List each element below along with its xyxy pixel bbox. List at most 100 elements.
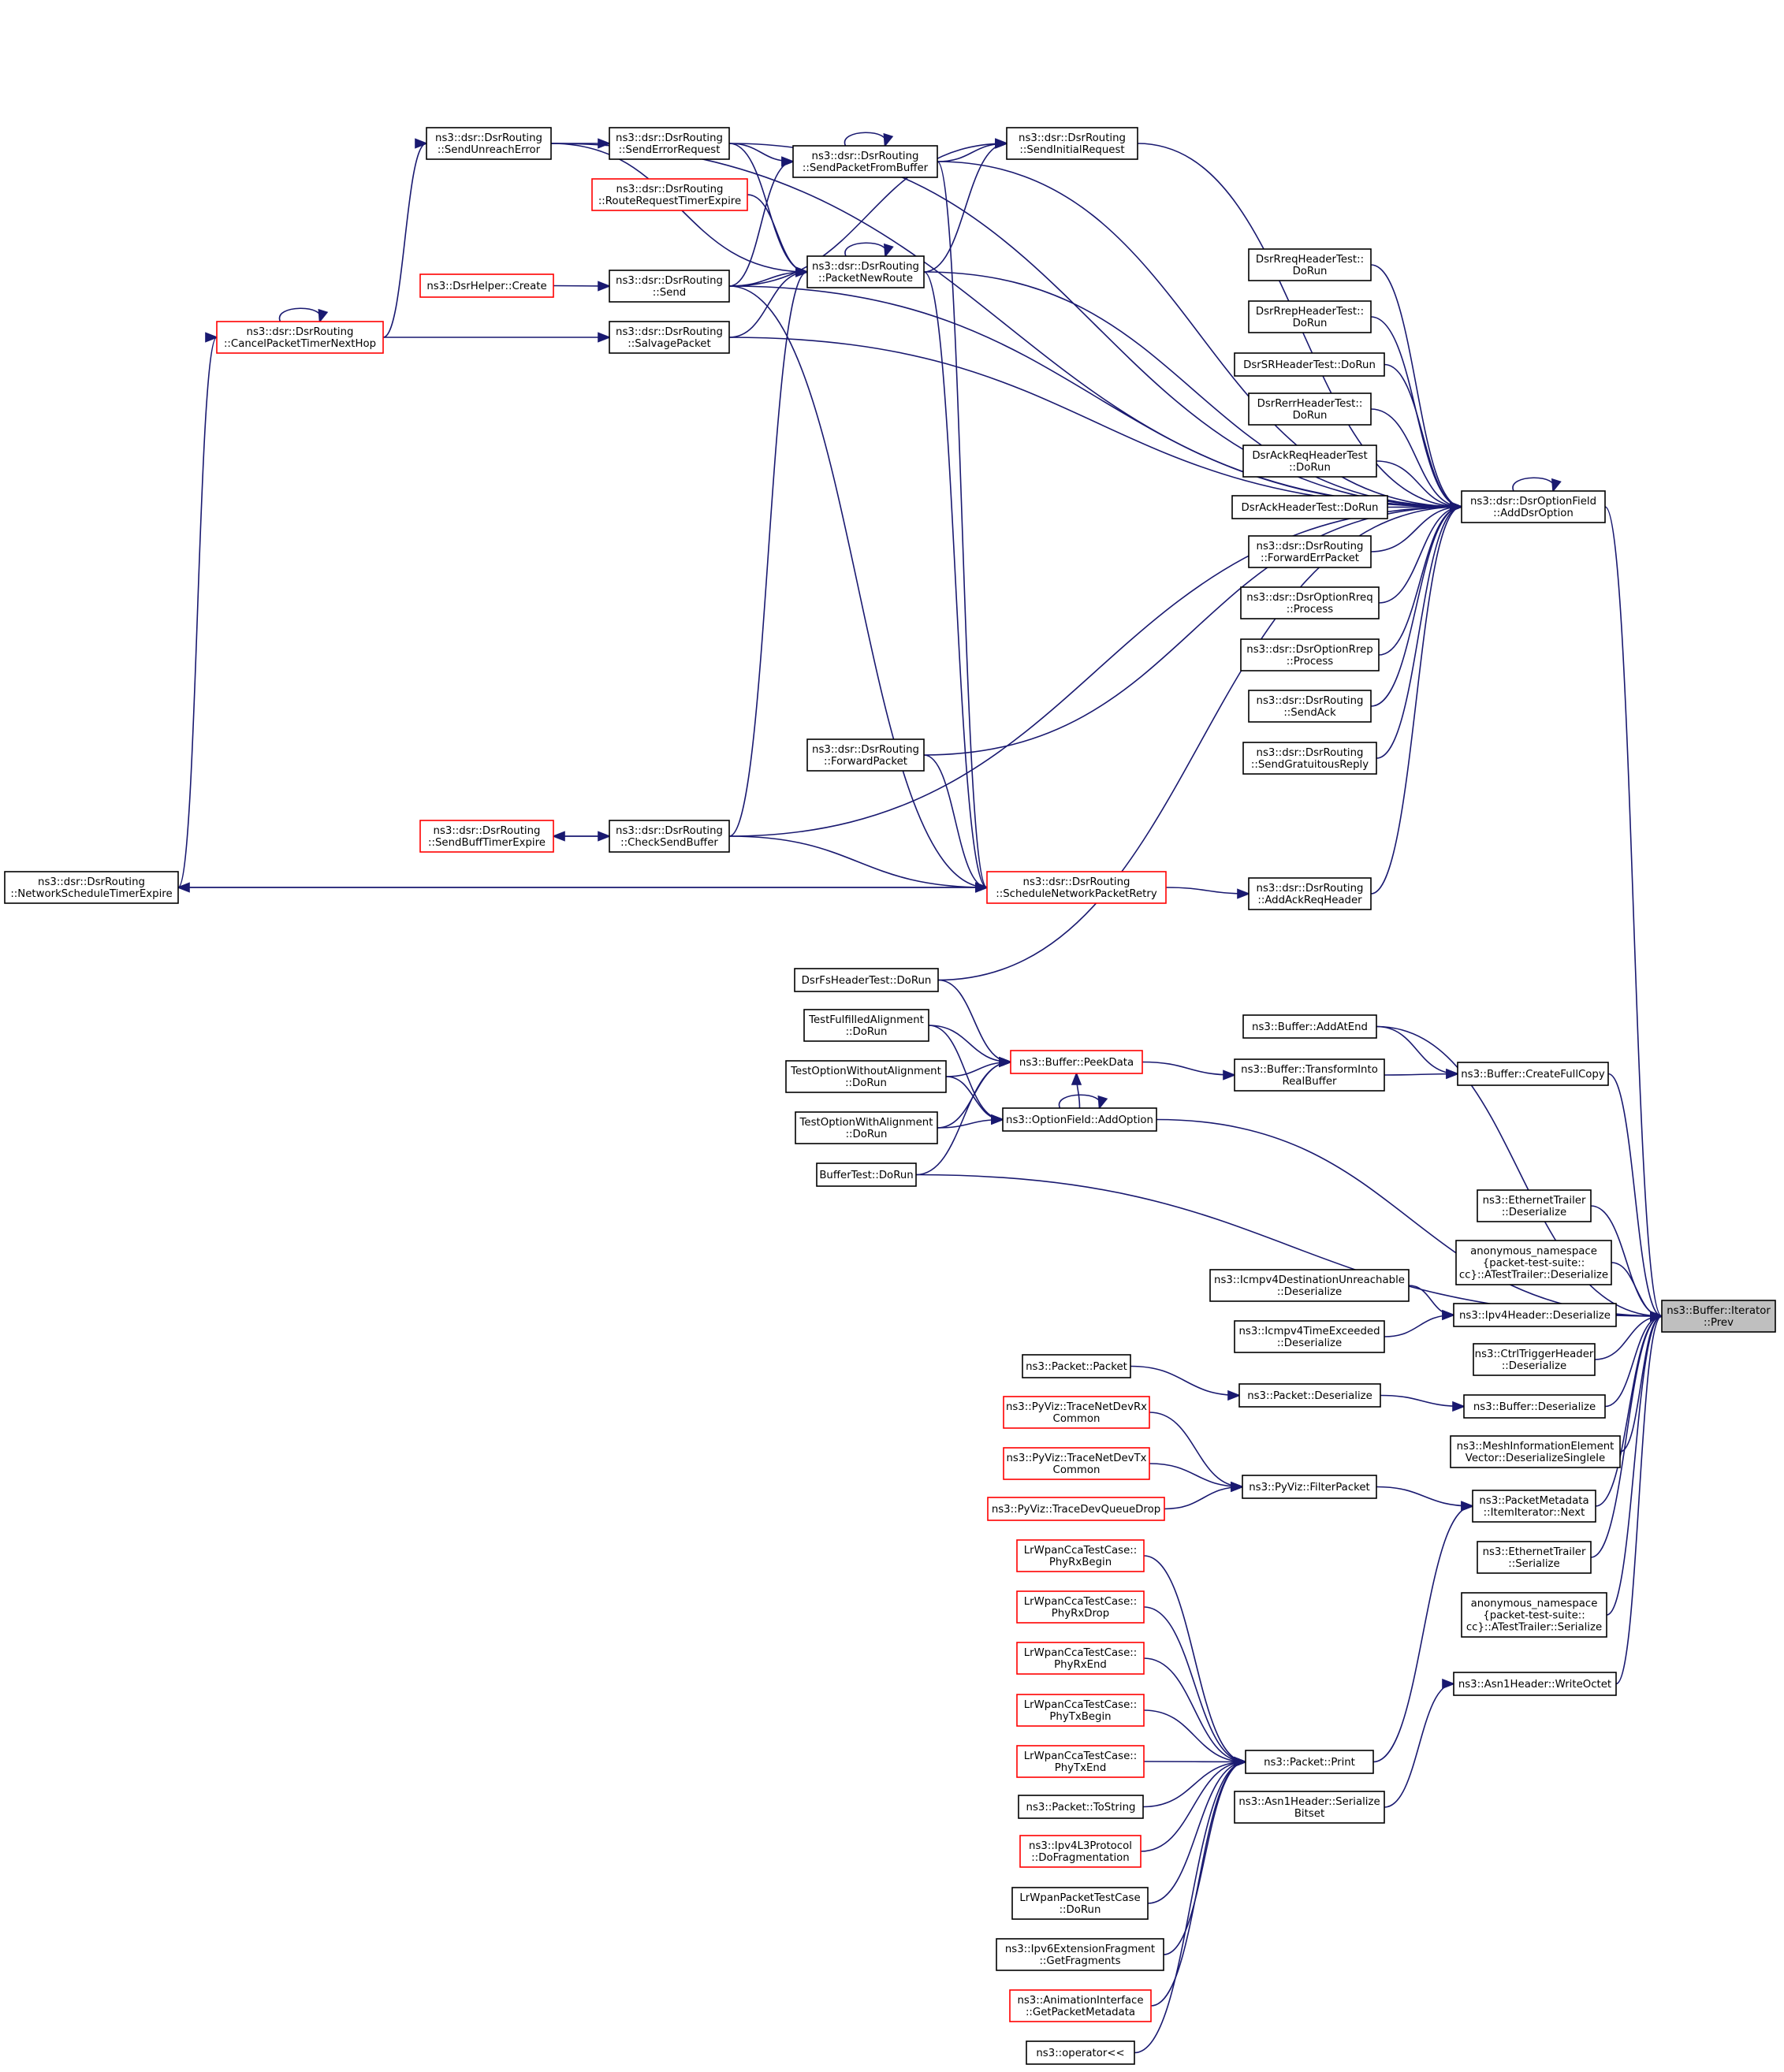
node-ethTrailerSer[interactable]: ns3::EthernetTrailer::Serialize: [1477, 1541, 1592, 1574]
node-bufferTest[interactable]: BufferTest::DoRun: [816, 1162, 917, 1187]
edge-line: [923, 754, 988, 888]
node-checkSendBuffer[interactable]: ns3::dsr::DsrRouting::CheckSendBuffer: [609, 820, 730, 853]
node-ctrlTriggerDeser[interactable]: ns3::CtrlTriggerHeader::Deserialize: [1473, 1343, 1596, 1376]
node-label-line: ::Prev: [1704, 1317, 1734, 1329]
node-itemIterNext[interactable]: ns3::PacketMetadata::ItemIterator::Next: [1472, 1490, 1596, 1523]
edge-arrowhead: [781, 156, 795, 167]
edge-getFragments-to-packetPrint: [1163, 1756, 1248, 1955]
node-ackReqTest[interactable]: DsrAckReqHeaderTest::DoRun: [1242, 445, 1377, 478]
node-getPacketMetadata[interactable]: ns3::AnimationInterface::GetPacketMetada…: [1009, 1989, 1152, 2022]
node-phyRxEnd[interactable]: LrWpanCcaTestCase::PhyRxEnd: [1016, 1642, 1145, 1675]
node-ipv4HeaderDeser[interactable]: ns3::Ipv4Header::Deserialize: [1453, 1303, 1617, 1327]
node-rerrTest[interactable]: DsrRerrHeaderTest::DoRun: [1248, 392, 1372, 426]
node-networkScheduleTimerExpire[interactable]: ns3::dsr::DsrRouting::NetworkScheduleTim…: [4, 871, 179, 904]
node-testWithout[interactable]: TestOptionWithoutAlignment::DoRun: [785, 1060, 947, 1093]
node-meshInfo[interactable]: ns3::MeshInformationElementVector::Deser…: [1450, 1435, 1621, 1468]
node-addDsrOption[interactable]: ns3::dsr::DsrOptionField::AddDsrOption: [1461, 490, 1606, 523]
edge-packetPrint-to-itemIterNext: [1372, 1501, 1475, 1763]
node-bufferDeser[interactable]: ns3::Buffer::Deserialize: [1463, 1394, 1606, 1419]
node-label-line: DsrRrepHeaderTest::: [1256, 306, 1364, 318]
node-salvagePacket[interactable]: ns3::dsr::DsrRouting::SalvagePacket: [609, 321, 730, 354]
node-aTestTrailerDeser[interactable]: anonymous_namespace{packet-test-suite::c…: [1455, 1240, 1612, 1285]
node-box: [1234, 1058, 1385, 1092]
node-box: [1238, 1383, 1381, 1408]
node-lrWpanPacketTest[interactable]: LrWpanPacketTestCase::DoRun: [1011, 1887, 1149, 1920]
node-box: [1453, 1672, 1617, 1696]
node-box: [1240, 586, 1380, 619]
node-packetDeser[interactable]: ns3::Packet::Deserialize: [1238, 1383, 1381, 1408]
edge-arrowhead: [598, 831, 612, 842]
node-rreqTest[interactable]: DsrRreqHeaderTest::DoRun: [1248, 248, 1372, 281]
nodes-layer: ns3::Buffer::Iterator::Prevns3::dsr::Dsr…: [4, 127, 1776, 2065]
node-routeRequestTimerExpire[interactable]: ns3::dsr::DsrRouting::RouteRequestTimerE…: [591, 178, 748, 211]
node-label-line: ns3::Packet::ToString: [1026, 1802, 1136, 1813]
node-label-line: ::SendUnreachError: [438, 144, 541, 156]
edge-line: [1384, 363, 1462, 508]
node-sendPacketFromBuffer[interactable]: ns3::dsr::DsrRouting::SendPacketFromBuff…: [792, 145, 938, 178]
node-phyTxEnd[interactable]: LrWpanCcaTestCase::PhyTxEnd: [1016, 1745, 1145, 1778]
node-box: [1242, 742, 1377, 775]
edge-line: [923, 506, 1462, 756]
node-dsrHelperCreate[interactable]: ns3::DsrHelper::Create: [419, 273, 554, 298]
node-rrepTest[interactable]: DsrRrepHeaderTest::DoRun: [1248, 300, 1372, 333]
node-icmpTimeExceeded[interactable]: ns3::Icmpv4TimeExceeded::Deserialize: [1234, 1320, 1385, 1353]
node-testWith[interactable]: TestOptionWithAlignment::DoRun: [795, 1111, 938, 1144]
node-doFragmentation[interactable]: ns3::Ipv4L3Protocol::DoFragmentation: [1019, 1835, 1142, 1868]
node-sendBuffTimerExpire[interactable]: ns3::dsr::DsrRouting::SendBuffTimerExpir…: [419, 820, 554, 853]
node-sendInitialRequest[interactable]: ns3::dsr::DsrRouting::SendInitialRequest: [1006, 127, 1138, 160]
node-testFulfilled[interactable]: TestFulfilledAlignment::DoRun: [803, 1009, 929, 1042]
node-filterPacket[interactable]: ns3::PyViz::FilterPacket: [1242, 1475, 1377, 1499]
node-forwardErrPacket[interactable]: ns3::dsr::DsrRouting::ForwardErrPacket: [1248, 535, 1372, 568]
node-label-line: ns3::dsr::DsrRouting: [1257, 541, 1364, 552]
node-aTestTrailerSer[interactable]: anonymous_namespace{packet-test-suite::c…: [1461, 1592, 1607, 1638]
node-packetNewRoute[interactable]: ns3::dsr::DsrRouting::PacketNewRoute: [806, 255, 925, 288]
node-peekData[interactable]: ns3::Buffer::PeekData: [1010, 1050, 1143, 1074]
node-send[interactable]: ns3::dsr::DsrRouting::Send: [609, 270, 730, 303]
node-box: [1002, 1107, 1157, 1132]
node-sendUnreachError[interactable]: ns3::dsr::DsrRouting::SendUnreachError: [426, 127, 552, 160]
node-traceQueueDrop[interactable]: ns3::PyViz::TraceDevQueueDrop: [987, 1497, 1165, 1521]
node-cancelPacketTimerNextHop[interactable]: ns3::dsr::DsrRouting::CancelPacketTimerN…: [216, 321, 384, 354]
node-phyRxBegin[interactable]: LrWpanCcaTestCase::PhyRxBegin: [1016, 1539, 1145, 1572]
node-phyTxBegin[interactable]: LrWpanCcaTestCase::PhyTxBegin: [1016, 1694, 1145, 1727]
node-label-line: ::SendErrorRequest: [619, 144, 721, 156]
edge-line: [728, 143, 1007, 287]
node-addAtEnd[interactable]: ns3::Buffer::AddAtEnd: [1242, 1014, 1377, 1039]
node-createFullCopy[interactable]: ns3::Buffer::CreateFullCopy: [1457, 1062, 1609, 1086]
node-packetPrint[interactable]: ns3::Packet::Print: [1245, 1750, 1374, 1774]
node-label-line: ns3::Packet::Print: [1264, 1757, 1355, 1769]
edge-addOption-to-peekData: [1071, 1071, 1082, 1109]
node-optRreqProcess[interactable]: ns3::dsr::DsrOptionRreq::Process: [1240, 586, 1380, 619]
node-label-line: DsrRreqHeaderTest::: [1256, 254, 1364, 266]
node-label-line: ns3::dsr::DsrRouting: [616, 275, 723, 287]
node-label-line: ns3::dsr::DsrRouting: [616, 184, 724, 195]
edge-addDsrOption-to-addDsrOption: [1512, 477, 1562, 493]
node-optRrepProcess[interactable]: ns3::dsr::DsrOptionRrep::Process: [1240, 638, 1380, 671]
node-packetToString[interactable]: ns3::Packet::ToString: [1018, 1795, 1144, 1819]
node-phyRxDrop[interactable]: LrWpanCcaTestCase::PhyRxDrop: [1016, 1590, 1145, 1624]
edge-fsTest-to-peekData: [937, 979, 1013, 1068]
node-fsTest[interactable]: DsrFsHeaderTest::DoRun: [794, 968, 939, 992]
node-packetPacket[interactable]: ns3::Packet::Packet: [1022, 1354, 1131, 1378]
node-ackTest[interactable]: DsrAckHeaderTest::DoRun: [1231, 495, 1388, 519]
node-scheduleNetworkPacketRetry[interactable]: ns3::dsr::DsrRouting::ScheduleNetworkPac…: [986, 871, 1167, 904]
edge-arrowhead: [1450, 501, 1464, 512]
node-sendGratuitousReply[interactable]: ns3::dsr::DsrRouting::SendGratuitousRepl…: [1242, 742, 1377, 775]
node-getFragments[interactable]: ns3::Ipv6ExtensionFragment::GetFragments: [996, 1938, 1164, 1971]
node-icmpDestUnreach[interactable]: ns3::Icmpv4DestinationUnreachable::Deser…: [1209, 1269, 1410, 1302]
edge-sendAck-to-addDsrOption: [1370, 501, 1464, 707]
node-addOption[interactable]: ns3::OptionField::AddOption: [1002, 1107, 1157, 1132]
node-srTest[interactable]: DsrSRHeaderTest::DoRun: [1234, 352, 1385, 377]
node-sendAck[interactable]: ns3::dsr::DsrRouting::SendAck: [1248, 690, 1372, 723]
node-addAckReqHeader[interactable]: ns3::dsr::DsrRouting::AddAckReqHeader: [1248, 877, 1372, 910]
node-box: [419, 820, 554, 853]
node-sendErrorRequest[interactable]: ns3::dsr::DsrRouting::SendErrorRequest: [609, 127, 730, 160]
node-writeOctet[interactable]: ns3::Asn1Header::WriteOctet: [1453, 1672, 1617, 1696]
node-forwardPacket[interactable]: ns3::dsr::DsrRouting::ForwardPacket: [806, 738, 925, 772]
node-ethTrailerDeser[interactable]: ns3::EthernetTrailer::Deserialize: [1477, 1189, 1592, 1222]
node-operatorOut[interactable]: ns3::operator<<: [1026, 2040, 1135, 2065]
